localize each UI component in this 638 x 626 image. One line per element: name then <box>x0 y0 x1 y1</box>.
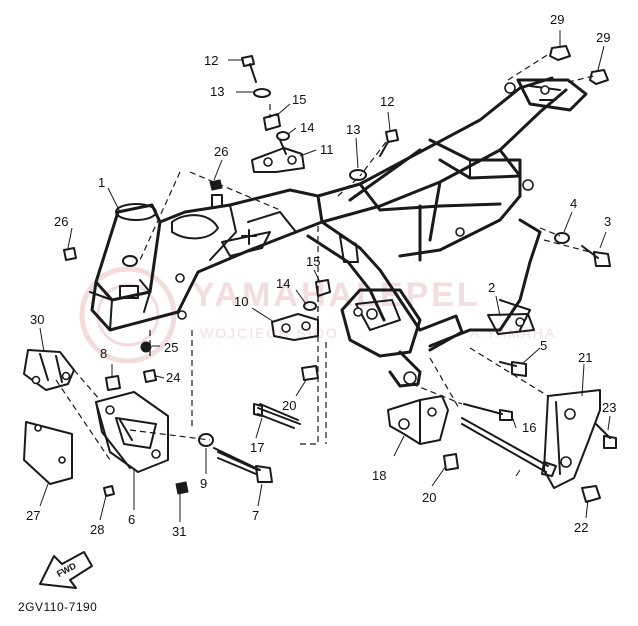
callout-4: 4 <box>570 196 577 211</box>
callout-7: 7 <box>252 508 259 523</box>
bracket-18-part <box>387 395 449 445</box>
watermark-text: YAMAHALEPEL <box>192 276 481 314</box>
callout-31: 31 <box>172 524 186 539</box>
callout-29-top: 29 <box>550 12 564 27</box>
callout-1: 1 <box>98 175 105 190</box>
bracket-21-part <box>543 389 601 489</box>
callout-8: 8 <box>100 346 107 361</box>
watermark: YAMAHALEPEL WOJCIECH SIDO A YAMAHA <box>79 266 554 364</box>
fasteners-upper <box>63 45 611 377</box>
watermark-logo <box>79 266 177 364</box>
callout-14-top: 14 <box>300 120 314 135</box>
callout-9: 9 <box>200 476 207 491</box>
callout-27: 27 <box>26 508 40 523</box>
diagram-code: 2GV110-7190 <box>18 600 97 614</box>
callout-12-left: 12 <box>204 53 218 68</box>
callout-13-right: 13 <box>346 122 360 137</box>
callout-2: 2 <box>488 280 495 295</box>
callout-17: 17 <box>250 440 264 455</box>
callout-5: 5 <box>540 338 547 353</box>
callout-29-right: 29 <box>596 30 610 45</box>
long-bolts <box>213 365 617 503</box>
callout-16: 16 <box>522 420 536 435</box>
callout-15-top: 15 <box>292 92 306 107</box>
callout-6: 6 <box>128 512 135 527</box>
callout-24: 24 <box>166 370 180 385</box>
callout-10: 10 <box>234 294 248 309</box>
callout-12-right: 12 <box>380 94 394 109</box>
leader-lines <box>39 30 611 522</box>
callout-20-mid: 20 <box>282 398 296 413</box>
callout-25: 25 <box>164 340 178 355</box>
callout-30: 30 <box>30 312 44 327</box>
bracket-2-part <box>487 313 535 335</box>
callout-28: 28 <box>90 522 104 537</box>
forward-arrow: FWD <box>39 551 93 589</box>
callout-21: 21 <box>578 350 592 365</box>
engine-mount-left <box>23 341 214 497</box>
callout-3: 3 <box>604 214 611 229</box>
callout-14-mid: 14 <box>276 276 290 291</box>
bracket-11-part <box>251 139 305 173</box>
callout-26-top: 26 <box>214 144 228 159</box>
callout-13-left: 13 <box>210 84 224 99</box>
callout-22: 22 <box>574 520 588 535</box>
callout-18: 18 <box>372 468 386 483</box>
callout-20-low: 20 <box>422 490 436 505</box>
callout-11: 11 <box>320 142 334 157</box>
assembly-dash-lines <box>55 51 595 461</box>
front-frame-part <box>89 188 324 332</box>
callout-26-left: 26 <box>54 214 68 229</box>
callout-23: 23 <box>602 400 616 415</box>
callout-15-mid: 15 <box>306 254 320 269</box>
tube-frame-part <box>316 76 588 262</box>
callout-numbers: 1 2 3 4 5 6 7 8 9 10 11 12 12 13 13 14 1… <box>26 12 616 539</box>
